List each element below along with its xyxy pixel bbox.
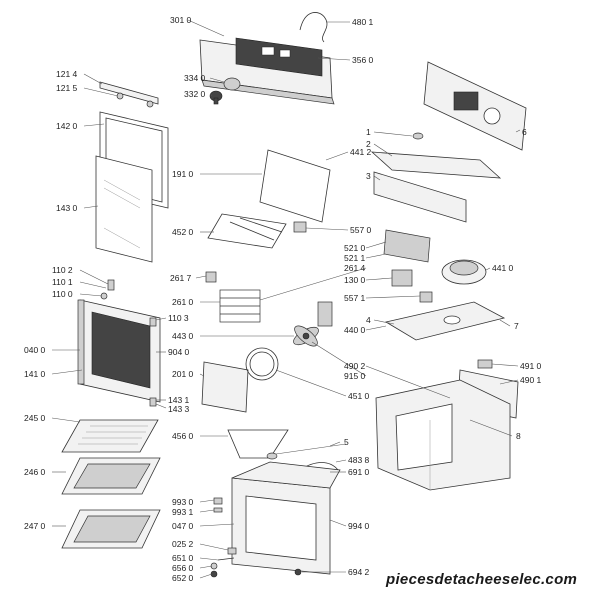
label-1: 1 [366,127,371,137]
label-452-0: 452 0 [172,227,194,237]
label-130-0: 130 0 [344,275,366,285]
label-356-0: 356 0 [352,55,374,65]
label-261-7: 261 7 [170,273,192,283]
label-246-0: 246 0 [24,467,46,477]
label-480-1: 480 1 [352,17,374,27]
label-557-0: 557 0 [350,225,372,235]
label-143-3: 143 3 [168,404,190,414]
part-control-board [383,229,431,263]
part-wire-harness [299,12,328,43]
label-443-0: 443 0 [172,331,194,341]
label-301-0: 301 0 [170,15,192,25]
label-656-0: 656 0 [172,563,194,573]
label-2: 2 [366,139,371,149]
label-110-3: 110 3 [168,313,189,323]
part-clip [205,271,217,283]
label-141-0: 141 0 [24,369,46,379]
part-ring-element [245,347,279,381]
part-cooling-fan [441,259,487,285]
part-knobs [209,77,241,105]
part-bracket [373,171,467,223]
label-3: 3 [366,171,371,181]
label-201-0: 201 0 [172,369,194,379]
label-915-0: 915 0 [344,371,366,381]
label-440-0: 440 0 [344,325,366,335]
part-door-trim [99,81,159,108]
label-694-2: 694 2 [348,567,370,577]
label-490-1: 490 1 [520,375,542,385]
label-261-0: 261 0 [172,297,194,307]
watermark-text: piecesdetacheeselec.com [385,571,577,588]
part-top-plate [370,151,502,179]
part-wire-shelf [207,213,287,249]
label-6: 6 [522,127,527,137]
label-994-0: 994 0 [348,521,370,531]
label-456-0: 456 0 [172,431,194,441]
label-110-2: 110 2 [52,265,73,275]
part-side-runners [219,289,261,323]
label-441-0: 441 0 [492,263,514,273]
label-191-0: 191 0 [172,169,194,179]
part-connector [419,291,433,303]
part-back-panel [201,361,249,413]
label-8: 8 [516,431,521,441]
part-labels: 301 0 480 1 356 0 334 0 332 0 121 4 121 … [24,15,542,583]
label-261-4: 261 4 [344,263,366,273]
part-oven-rack [61,419,159,453]
label-025-2: 025 2 [172,539,194,549]
label-5: 5 [344,437,349,447]
part-outer-casing [375,379,511,491]
leader-lines [51,19,521,579]
part-door-glass-middle [95,155,153,263]
part-outer-door [77,299,161,403]
label-652-0: 652 0 [172,573,194,583]
label-691-0: 691 0 [348,467,370,477]
part-lamp [293,221,307,233]
part-inner-glass-panel [259,149,331,223]
label-245-0: 245 0 [24,413,46,423]
part-casing-top [423,61,527,151]
label-557-1: 557 1 [344,293,366,303]
label-993-1: 993 1 [172,507,194,517]
label-7: 7 [514,321,519,331]
label-993-0: 993 0 [172,497,194,507]
label-143-0: 143 0 [56,203,78,213]
label-521-0: 521 0 [344,243,366,253]
label-490-2: 490 2 [344,361,366,371]
label-491-0: 491 0 [520,361,542,371]
part-fan-motor [317,301,333,327]
label-040-0: 040 0 [24,345,46,355]
part-oven-cavity [227,461,341,575]
part-fan-blade [293,325,319,347]
label-332-0: 332 0 [184,89,206,99]
label-483-8: 483 8 [348,455,370,465]
label-651-0: 651 0 [172,553,194,563]
part-hinges [100,279,157,407]
label-334-0: 334 0 [184,73,206,83]
part-small-screws [210,497,235,578]
label-121-4: 121 4 [56,69,78,79]
label-521-1: 521 1 [344,253,366,263]
label-904-0: 904 0 [168,347,190,357]
label-110-1: 110 1 [52,277,73,287]
label-142-0: 142 0 [56,121,78,131]
part-relay [391,269,413,287]
label-143-1: 143 1 [168,395,190,405]
label-110-0: 110 0 [52,289,73,299]
label-247-0: 247 0 [24,521,46,531]
label-121-5: 121 5 [56,83,78,93]
label-441-2: 441 2 [350,147,372,157]
label-047-0: 047 0 [172,521,194,531]
label-4: 4 [366,315,371,325]
label-451-0: 451 0 [348,391,370,401]
